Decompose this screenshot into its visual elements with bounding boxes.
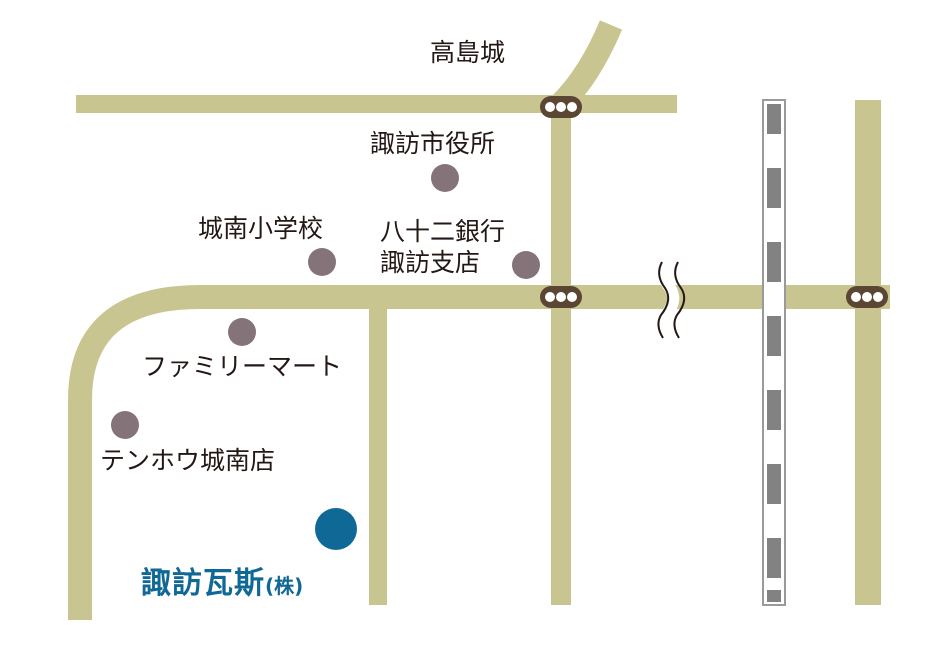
location-dot-icon <box>512 251 540 279</box>
destination-name: 諏訪瓦斯 <box>141 566 265 601</box>
road-curve-to-castle <box>552 20 623 113</box>
landmark-label-hachijuni-bank-line1: 八十二銀行 <box>380 217 506 246</box>
traffic-signal-icon <box>540 96 582 118</box>
location-dot-icon <box>431 164 459 192</box>
landmark-label-hachijuni-bank: 八十二銀行 諏訪支店 <box>380 216 505 279</box>
landmark-label-suwa-city-hall: 諏訪市役所 <box>370 129 496 158</box>
landmark-label-takashima-castle: 高島城 <box>430 38 506 67</box>
traffic-signal-icon <box>540 286 582 308</box>
road-break-icon <box>657 259 686 342</box>
destination-dot-icon <box>315 508 357 550</box>
landmark-label-jonan-elementary: 城南小学校 <box>198 214 324 243</box>
destination-label: 諏訪瓦斯(株) <box>141 569 303 599</box>
location-dot-icon <box>228 318 256 346</box>
landmark-label-tenhou-jonan: テンホウ城南店 <box>100 446 276 475</box>
road-main-curved <box>68 285 890 620</box>
landmark-label-hachijuni-bank-line2: 諏訪支店 <box>380 248 481 278</box>
railway-icon <box>762 99 786 606</box>
landmark-label-familymart: ファミリーマート <box>142 352 343 381</box>
destination-suffix: (株) <box>265 574 304 598</box>
location-dot-icon <box>111 411 139 439</box>
location-dot-icon <box>308 248 336 276</box>
traffic-signal-icon <box>846 286 888 308</box>
